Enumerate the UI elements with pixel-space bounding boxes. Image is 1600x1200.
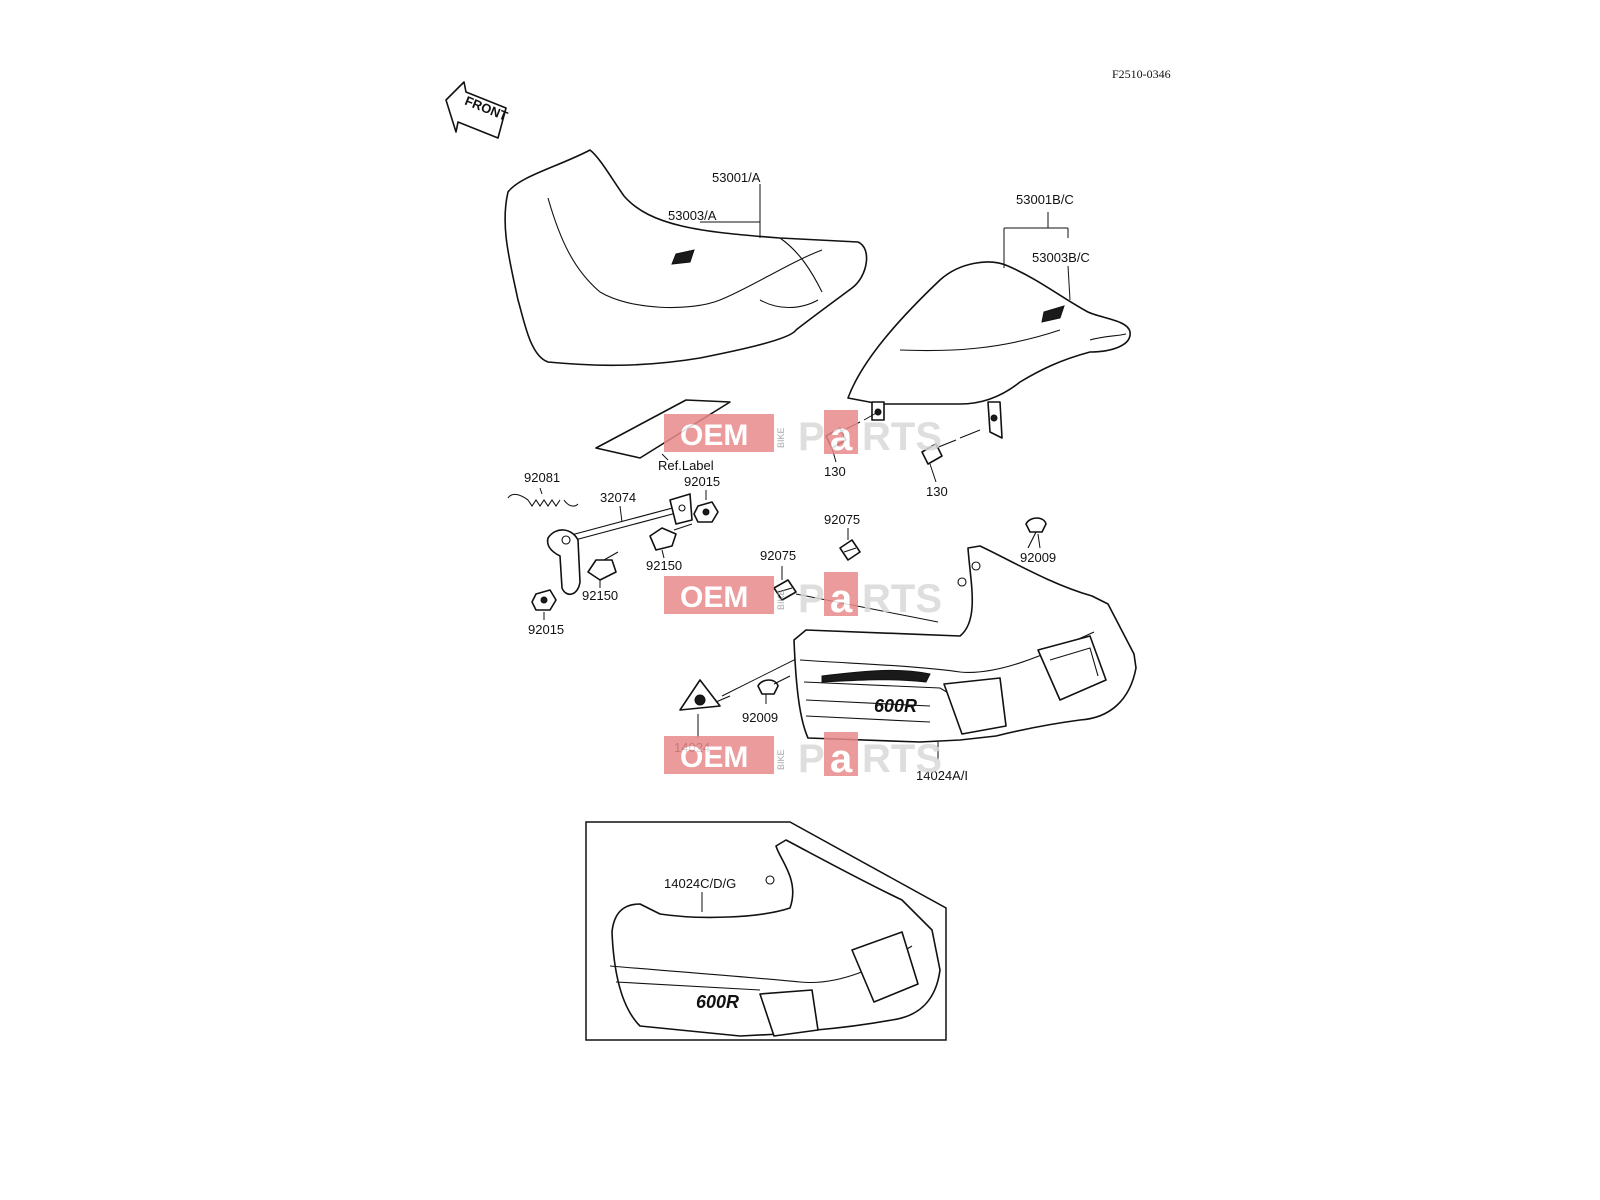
screw-92009-b <box>757 675 791 695</box>
cover-clip-14024 <box>679 679 731 711</box>
rear-seat <box>847 261 1131 439</box>
watermark-1: OEM BIKE P a RTS <box>664 410 942 459</box>
svg-text:P: P <box>798 415 825 459</box>
svg-text:BIKE: BIKE <box>776 749 786 770</box>
bolt-130-b <box>921 429 981 465</box>
label-bolt-b: 130 <box>926 484 948 499</box>
screw-92009-a <box>1025 517 1047 549</box>
label-screw-a: 92009 <box>1020 550 1056 565</box>
label-bolt-a: 130 <box>824 464 846 479</box>
svg-text:a: a <box>830 415 853 459</box>
nut-clip-92075-b <box>773 579 797 601</box>
nut-92015-a <box>693 501 719 523</box>
label-screw-b: 92009 <box>742 710 778 725</box>
svg-text:BIKE: BIKE <box>776 427 786 448</box>
label-nut-clip-b: 92075 <box>760 548 796 563</box>
svg-text:P: P <box>798 737 825 781</box>
front-arrow-icon: FRONT <box>445 81 510 139</box>
nut-92015-b <box>531 589 557 611</box>
label-side-cover-main: 14024A/I <box>916 768 968 783</box>
watermark-3: OEM BIKE P a RTS <box>664 732 942 781</box>
label-seat-lock: 32074 <box>600 490 636 505</box>
label-nut-clip-a: 92075 <box>824 512 860 527</box>
label-nut-a: 92015 <box>684 474 720 489</box>
label-seat-front: 53001/A <box>712 170 761 185</box>
side-cover-main: 600R <box>793 545 1137 743</box>
label-spring: 92081 <box>524 470 560 485</box>
svg-text:OEM: OEM <box>680 419 748 452</box>
figure-code: F2510-0346 <box>1112 67 1171 81</box>
label-nut-b: 92015 <box>528 622 564 637</box>
label-side-cover-alt: 14024C/D/G <box>664 876 736 891</box>
svg-text:OEM: OEM <box>680 741 748 774</box>
damper-92150-a <box>649 523 693 551</box>
damper-92150-b <box>587 551 619 581</box>
alternate-cover-inset: 600R <box>585 821 947 1041</box>
svg-text:P: P <box>798 577 825 621</box>
nut-clip-92075-a <box>839 539 861 561</box>
label-damper-b: 92150 <box>582 588 618 603</box>
cover-logo-main: 600R <box>874 696 917 716</box>
svg-text:RTS: RTS <box>862 577 942 621</box>
svg-text:RTS: RTS <box>862 415 942 459</box>
svg-text:OEM: OEM <box>680 581 748 614</box>
seat-lock-lever-32074 <box>546 493 693 595</box>
label-ref: Ref.Label <box>658 458 714 473</box>
label-damper-a: 92150 <box>646 558 682 573</box>
svg-text:a: a <box>830 737 853 781</box>
label-seat-rear-cover: 53003B/C <box>1032 250 1090 265</box>
svg-text:a: a <box>830 577 853 621</box>
watermark-2: OEM BIKE P a RTS <box>664 572 942 621</box>
label-seat-rear: 53001B/C <box>1016 192 1074 207</box>
front-seat <box>504 149 868 367</box>
svg-text:RTS: RTS <box>862 737 942 781</box>
svg-text:BIKE: BIKE <box>776 589 786 610</box>
label-seat-front-cover: 53003/A <box>668 208 717 223</box>
cover-logo-alt: 600R <box>696 992 739 1012</box>
spring-92081 <box>507 493 579 507</box>
